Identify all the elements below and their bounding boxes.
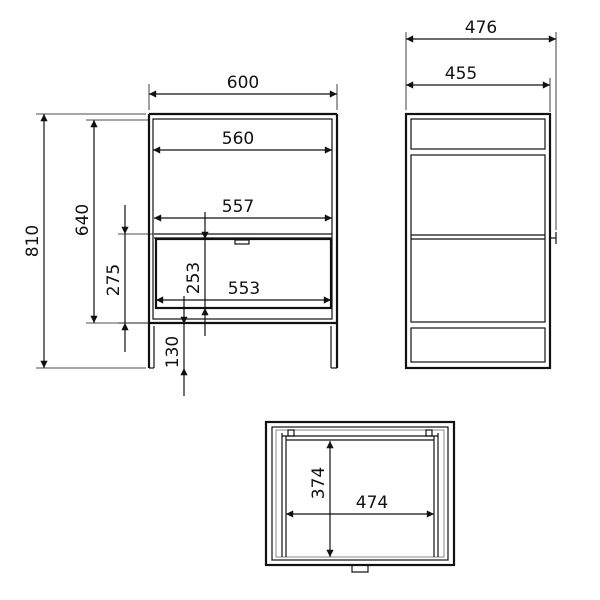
- side-view: 476 455: [404, 18, 557, 370]
- front-frame: [147, 112, 339, 369]
- dim-label-253: 253: [184, 262, 204, 294]
- side-frame: [404, 112, 557, 370]
- dim-front-overall-height: 810: [23, 113, 146, 369]
- dim-front-shelf-width: 557: [154, 197, 332, 222]
- dim-label-130: 130: [163, 336, 183, 368]
- dim-front-overall-width: 600: [148, 73, 338, 110]
- dim-label-553: 553: [228, 279, 260, 299]
- dim-side-inner-depth: 455: [406, 64, 551, 112]
- top-view: 374 474: [264, 420, 456, 573]
- dim-front-leg-height: 130: [163, 296, 188, 396]
- dim-side-overall-depth: 476: [405, 18, 557, 230]
- dim-top-drawer-depth: 374: [309, 441, 334, 557]
- dim-top-drawer-width: 474: [286, 493, 434, 518]
- dim-label-600: 600: [227, 73, 259, 93]
- dim-front-drawer-width: 553: [156, 279, 331, 304]
- dim-label-557: 557: [222, 197, 254, 217]
- dim-front-inner-width: 560: [153, 129, 332, 154]
- dim-label-560: 560: [222, 129, 254, 149]
- top-frame: [264, 420, 456, 573]
- front-drawer: [154, 233, 333, 310]
- front-view: 600 560 557 553 810 640: [23, 73, 339, 396]
- dim-front-drawer-opening: 275: [104, 205, 153, 352]
- dim-label-275: 275: [104, 264, 124, 296]
- dim-label-810: 810: [23, 225, 43, 257]
- dim-label-474: 474: [356, 493, 388, 513]
- dim-label-640: 640: [73, 204, 93, 236]
- dim-label-476: 476: [465, 18, 497, 38]
- dim-label-374: 374: [309, 467, 329, 499]
- dim-label-455: 455: [445, 64, 477, 84]
- dim-front-body-height: 640: [73, 119, 150, 324]
- dim-front-drawer-height: 253: [184, 212, 209, 336]
